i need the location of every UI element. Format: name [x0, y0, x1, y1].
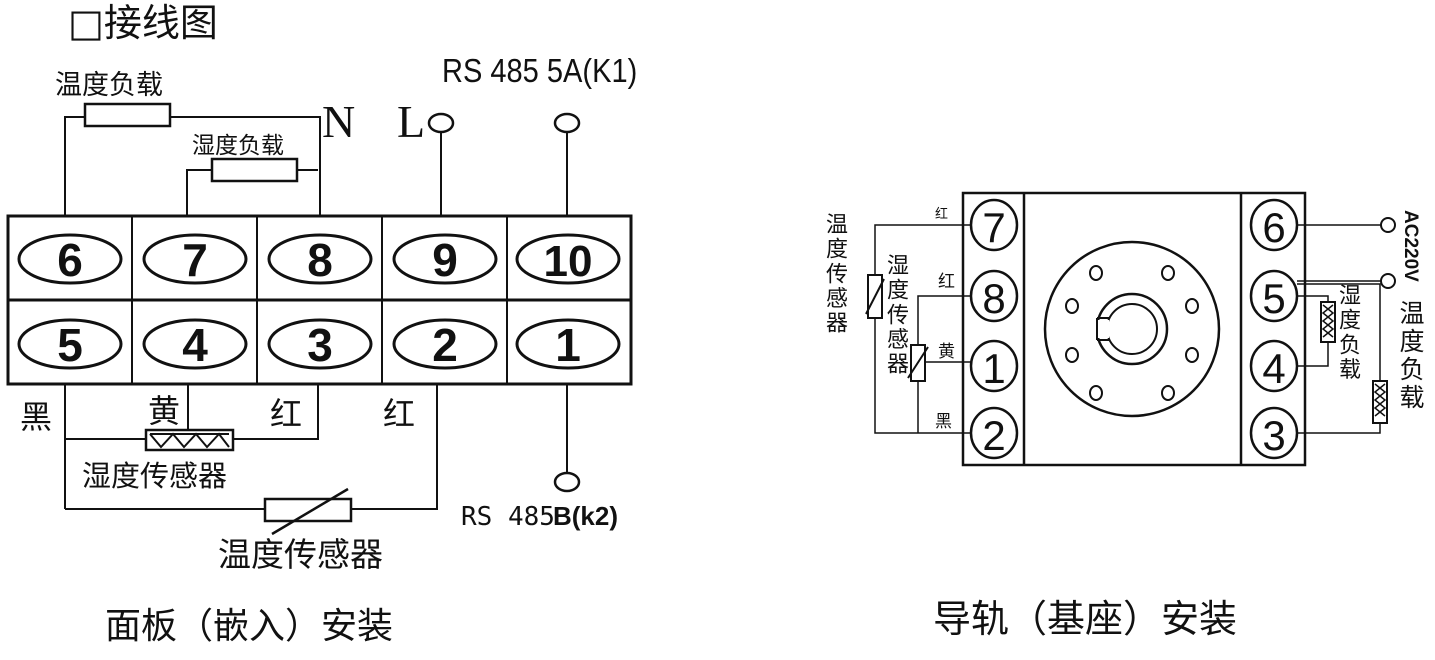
terminal-9: 9: [392, 233, 498, 286]
base-terminal-2: 2: [969, 406, 1019, 460]
page-title: □接线图: [68, 1, 218, 45]
socket-pin-holes: [1065, 265, 1199, 401]
terminal-label: 6: [57, 234, 83, 286]
humid-load-resistor: [210, 157, 299, 183]
ac-voltage-label: AC220V: [1400, 210, 1421, 282]
ac-terminal-circle-2: [1380, 273, 1396, 289]
terminal-label: 2: [982, 412, 1005, 459]
rs485-b-suffix: B(k2): [553, 501, 618, 531]
rail-caption: 导轨（基座）安装: [933, 597, 1237, 641]
humid-sensor-symbol: [144, 428, 235, 452]
terminal-label: 7: [982, 204, 1005, 251]
terminal-2: 2: [392, 318, 498, 371]
terminal-6: 6: [17, 233, 123, 286]
base-terminal-3: 3: [1249, 406, 1299, 460]
terminal-label: 3: [1262, 412, 1285, 459]
terminal-label: 1: [982, 345, 1005, 392]
terminal-label: 4: [1262, 345, 1285, 392]
temp-sensor-label: 温度传感器: [218, 535, 383, 574]
rail-wire-red-label-2: 红: [938, 272, 955, 292]
humid-sensor-label: 湿度传感器: [82, 459, 227, 493]
live-terminal-circle: [427, 112, 455, 134]
rail-humid-load-label: 湿度负载: [1339, 284, 1361, 383]
wire-red-label-2: 红: [383, 395, 415, 433]
terminal-label: 2: [432, 319, 458, 371]
temp-load-resistor: [83, 102, 172, 128]
temp-load-label: 温度负载: [55, 70, 163, 101]
live-label: L: [397, 96, 425, 147]
rail-wire-yellow-label: 黄: [938, 342, 955, 362]
terminal-4: 4: [142, 318, 248, 371]
terminal-label: 8: [982, 275, 1005, 322]
panel-diagram: 6 7 8 9 10 5 4 3: [6, 52, 637, 647]
wire-black-label: 黑: [20, 398, 52, 436]
terminal-label: 5: [1262, 275, 1285, 322]
wire-yellow-label: 黄: [148, 392, 180, 430]
wire-red-label-1: 红: [270, 395, 302, 433]
rail-diagram: 7 8 1 2 6 5 4 3: [826, 191, 1425, 641]
terminal-5: 5: [17, 318, 123, 371]
rail-humid-sensor-label: 湿度传感器: [887, 254, 909, 378]
terminal-label: 9: [432, 234, 458, 286]
terminal-1: 1: [515, 318, 621, 371]
terminal-7: 7: [142, 233, 248, 286]
terminal-8: 8: [267, 233, 373, 286]
rail-wire-black-label: 黑: [935, 412, 952, 432]
rail-humid-load-symbol: [1320, 301, 1336, 343]
terminal-3: 3: [267, 318, 373, 371]
rs485-b-prefix: RS 485: [461, 502, 555, 532]
terminal-label: 10: [544, 237, 593, 286]
base-terminal-5: 5: [1249, 269, 1299, 323]
temp-sensor-symbol: [263, 497, 353, 523]
terminal-label: 6: [1262, 204, 1285, 251]
rs485-a-label: RS 485 5A(K1): [442, 52, 637, 89]
base-terminal-4: 4: [1249, 339, 1299, 393]
rail-wire-red-label-1: 红: [935, 206, 948, 222]
terminal-label: 8: [307, 234, 333, 286]
terminal-label: 4: [182, 319, 208, 371]
terminal-10: 10: [515, 233, 621, 286]
terminal-label: 7: [182, 234, 208, 286]
rail-temp-load-symbol: [1372, 380, 1388, 424]
ac-terminal-circle-1: [1380, 217, 1396, 233]
neutral-label: N: [322, 96, 355, 147]
rail-temp-load-label: 温度负载: [1399, 299, 1424, 412]
terminal-label: 5: [57, 319, 83, 371]
rs485-a-terminal-circle: [553, 112, 581, 134]
humid-load-label: 湿度负载: [192, 133, 284, 159]
terminal-label: 1: [555, 319, 581, 371]
panel-caption: 面板（嵌入）安装: [105, 606, 393, 647]
base-terminal-7: 7: [969, 198, 1019, 252]
base-terminal-6: 6: [1249, 198, 1299, 252]
rail-temp-sensor-label: 温度传感器: [826, 213, 848, 337]
base-terminal-1: 1: [969, 339, 1019, 393]
terminal-label: 3: [307, 319, 333, 371]
base-terminal-8: 8: [969, 269, 1019, 323]
rs485-b-terminal-circle: [553, 471, 581, 493]
